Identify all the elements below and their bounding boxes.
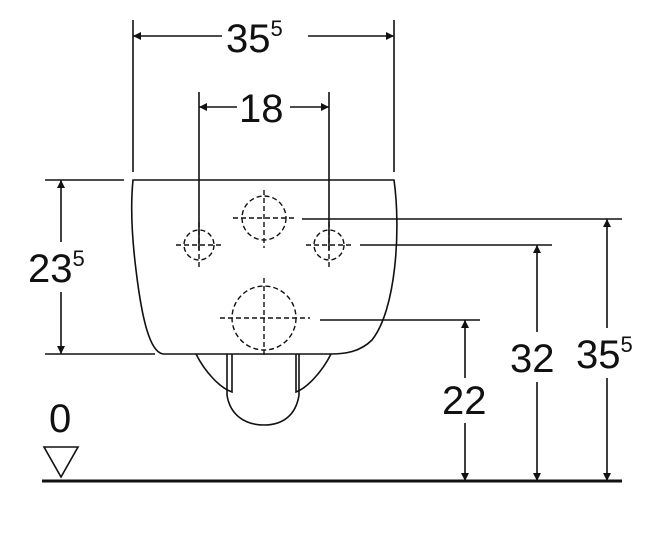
- floor-level-label: 0: [49, 397, 71, 441]
- dim-label-top-height: 355: [576, 332, 633, 377]
- dim-label-inlet-height: 32: [510, 337, 555, 381]
- dim-label-bolt-spacing: 18: [239, 87, 284, 131]
- floor-level-marker: [42, 446, 80, 479]
- dim-label-bowl-height: 235: [28, 246, 85, 291]
- dim-label-outlet-height: 22: [442, 379, 487, 423]
- toilet-foot-outline-right: [295, 353, 332, 394]
- toilet-foot-outline: [195, 353, 233, 394]
- dim-label-overall-width: 355: [226, 16, 283, 61]
- toilet-outlet-outline: [226, 354, 300, 426]
- bolt-hole-left: [183, 229, 215, 261]
- toilet-bowl-outline: [130, 179, 398, 355]
- bolt-hole-right: [313, 229, 345, 261]
